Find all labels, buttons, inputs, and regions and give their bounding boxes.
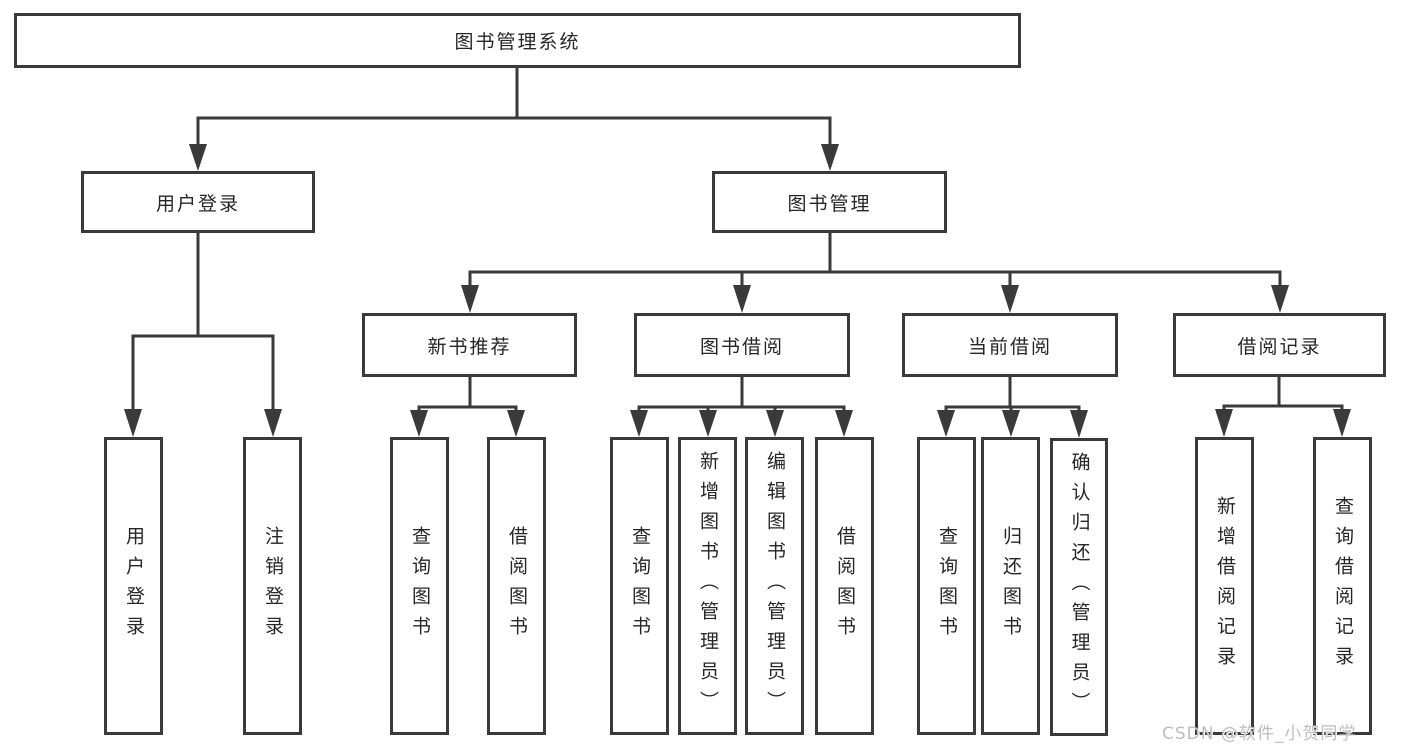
arrow-to-borrowing-records (1271, 285, 1289, 313)
node-book-management: 图书管理 (712, 171, 947, 233)
leaf-query-books-recommend: 查询图书 (390, 437, 449, 735)
node-current-borrowing: 当前借阅 (902, 313, 1118, 377)
leaf-query-borrow-record: 查询借阅记录 (1313, 437, 1372, 735)
leaf-query-books-borrow: 查询图书 (610, 437, 669, 735)
leaf-edit-books-admin: 编辑图书（管理员） (745, 437, 804, 735)
node-label: 注销登录 (262, 526, 284, 646)
leaf-confirm-return-admin: 确认归还（管理员） (1050, 438, 1108, 736)
node-label: 归还图书 (1000, 526, 1022, 646)
node-label: 新增图书（管理员） (697, 451, 719, 721)
leaf-add-books-admin: 新增图书（管理员） (678, 437, 737, 735)
node-label: 确认归还（管理员） (1068, 452, 1091, 722)
leaf-user-login: 用户登录 (104, 437, 163, 735)
node-label: 借阅图书 (506, 526, 528, 646)
arrow-to-book-borrowing (733, 285, 751, 313)
node-label: 借阅记录 (1237, 335, 1322, 358)
node-new-book-recommendation: 新书推荐 (362, 313, 577, 377)
arrow-to-leaf-user-login (124, 409, 142, 437)
node-borrowing-records: 借阅记录 (1173, 313, 1386, 377)
node-label: 用户登录 (123, 526, 145, 646)
leaf-borrow-books-recommend: 借阅图书 (487, 437, 546, 735)
node-label: 编辑图书（管理员） (764, 451, 786, 721)
connector-borrowing-to-leaves (630, 377, 853, 437)
arrow-to-new-book-recommendation (461, 285, 479, 313)
node-label: 查询图书 (936, 526, 958, 646)
connector-current-to-leaves (937, 377, 1088, 438)
node-label: 新书推荐 (427, 335, 512, 358)
arrow-to-user-login (189, 144, 207, 171)
connector-records-to-leaves (1215, 377, 1351, 437)
node-label: 新增借阅记录 (1214, 496, 1236, 676)
node-user-login: 用户登录 (81, 171, 315, 233)
leaf-query-books-current: 查询图书 (917, 437, 976, 735)
node-label: 借阅图书 (834, 526, 856, 646)
leaf-logout-login: 注销登录 (243, 437, 302, 735)
node-label: 用户登录 (155, 192, 240, 215)
node-book-borrowing: 图书借阅 (634, 313, 850, 377)
leaf-borrow-books-borrow: 借阅图书 (815, 437, 874, 735)
node-label: 当前借阅 (967, 335, 1052, 358)
node-library-management-system: 图书管理系统 (14, 13, 1021, 68)
connector-book-management-to-level3 (461, 233, 1289, 313)
node-label: 图书管理 (787, 192, 872, 215)
node-label: 查询借阅记录 (1332, 496, 1354, 676)
node-label: 查询图书 (409, 526, 431, 646)
node-label: 查询图书 (629, 526, 651, 646)
connector-recommendation-to-leaves (410, 377, 525, 437)
leaf-add-borrow-record: 新增借阅记录 (1195, 437, 1254, 735)
node-label: 图书借阅 (699, 335, 784, 358)
leaf-return-books: 归还图书 (981, 437, 1040, 735)
node-label: 图书管理系统 (454, 31, 581, 53)
connector-user-login-to-leaves (124, 233, 282, 437)
arrow-to-current-borrowing (1001, 285, 1019, 313)
arrow-to-book-management (821, 144, 839, 171)
watermark-text: CSDN @软件_小贺同学 (1162, 724, 1357, 744)
connector-root-to-level2 (189, 68, 839, 171)
arrow-to-leaf-logout-login (264, 409, 282, 437)
